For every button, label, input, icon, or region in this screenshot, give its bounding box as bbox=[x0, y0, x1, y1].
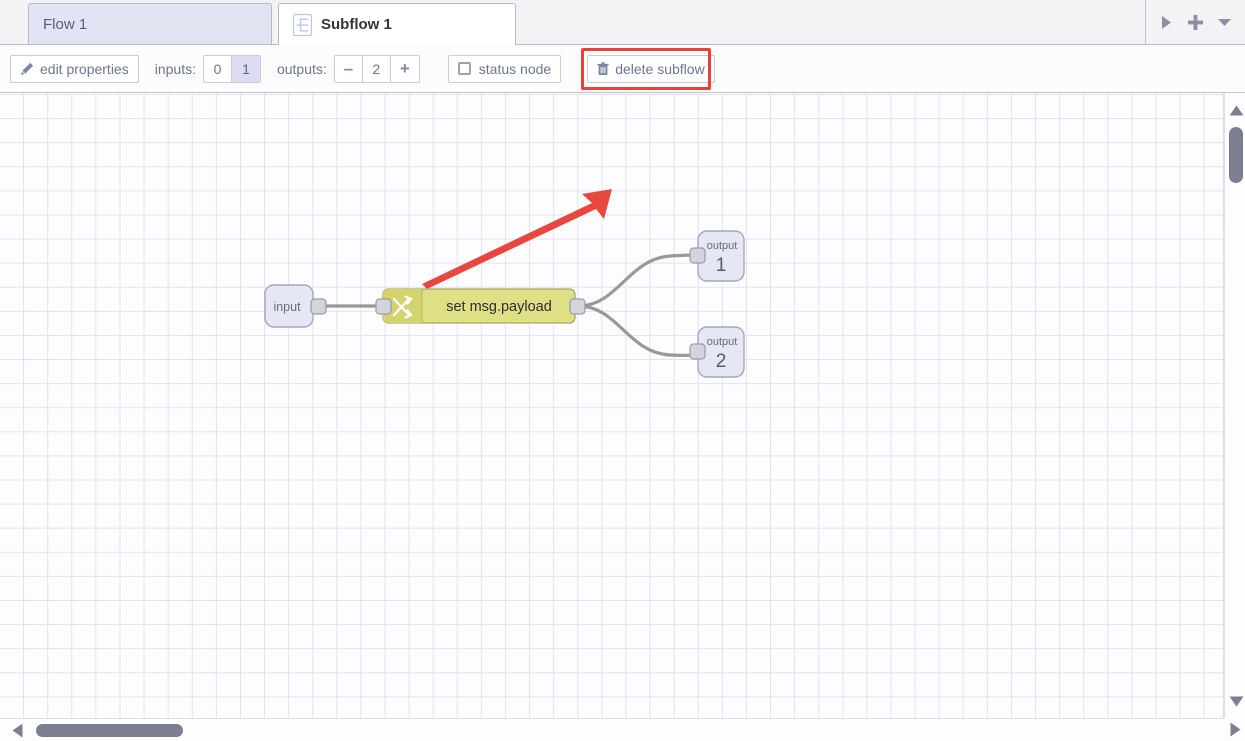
outputs-label: outputs: bbox=[276, 60, 327, 77]
tab-menu-icon[interactable] bbox=[1212, 9, 1238, 35]
node-subflow-input: input bbox=[264, 284, 327, 328]
port-change-out bbox=[569, 298, 586, 315]
outputs-stepper[interactable]: – 2 + bbox=[333, 54, 420, 83]
wire-change-output2 bbox=[576, 304, 700, 358]
node-change: set msg.payload bbox=[375, 288, 586, 324]
node-output2-number: 2 bbox=[716, 351, 727, 372]
inputs-toggle-group[interactable]: 0 1 bbox=[202, 54, 261, 83]
vertical-scroll-thumb[interactable] bbox=[1229, 127, 1243, 183]
outputs-value: 2 bbox=[362, 55, 391, 82]
delete-subflow-label: delete subflow bbox=[615, 60, 705, 77]
wire-change-output1 bbox=[576, 253, 700, 308]
node-change-label: set msg.payload bbox=[446, 299, 552, 315]
edit-properties-label: edit properties bbox=[40, 60, 129, 77]
node-output1-number: 1 bbox=[716, 255, 727, 276]
node-output1-label: output bbox=[707, 240, 738, 252]
horizontal-scroll-thumb[interactable] bbox=[36, 724, 183, 737]
port-input-out bbox=[310, 298, 327, 315]
port-change-in bbox=[375, 298, 392, 315]
port-output2-in bbox=[689, 343, 706, 360]
plus-icon: + bbox=[399, 59, 410, 78]
outputs-decrement-button[interactable]: – bbox=[334, 55, 363, 82]
canvas-area: input set msg.payload bbox=[0, 93, 1245, 741]
subflow-toolbar: edit properties inputs: 0 1 outputs: – 2… bbox=[0, 45, 1245, 93]
shuffle-icon bbox=[392, 295, 413, 319]
tab-bar-controls bbox=[1145, 0, 1245, 44]
add-tab-icon[interactable] bbox=[1183, 9, 1209, 35]
tab-flow-1[interactable]: Flow 1 bbox=[28, 3, 272, 44]
delete-subflow-button[interactable]: delete subflow bbox=[587, 54, 715, 83]
pencil-icon bbox=[20, 62, 34, 76]
minus-icon: – bbox=[343, 59, 354, 78]
tab-bar: Flow 1 Subflow 1 bbox=[0, 0, 1245, 45]
tab-subflow-1-label: Subflow 1 bbox=[321, 16, 392, 33]
flow-canvas[interactable]: input set msg.payload bbox=[0, 93, 1224, 718]
port-output1-in bbox=[689, 247, 706, 264]
node-subflow-output-1: output 1 bbox=[689, 230, 745, 282]
scroll-up-icon[interactable] bbox=[1228, 103, 1244, 117]
trash-icon bbox=[597, 61, 609, 76]
scroll-left-icon[interactable] bbox=[9, 723, 25, 738]
tab-strip: Flow 1 Subflow 1 bbox=[0, 0, 1145, 45]
outputs-increment-button[interactable]: + bbox=[390, 55, 419, 82]
node-output2-label: output bbox=[707, 336, 738, 348]
status-node-label: status node bbox=[478, 60, 552, 77]
tab-flow-1-label: Flow 1 bbox=[43, 15, 88, 33]
inputs-label: inputs: bbox=[154, 60, 196, 77]
vertical-scrollbar[interactable] bbox=[1224, 93, 1245, 718]
checkbox-icon[interactable] bbox=[457, 62, 471, 75]
node-subflow-output-2: output 2 bbox=[689, 326, 745, 378]
edit-properties-button[interactable]: edit properties bbox=[10, 54, 139, 83]
tab-subflow-1[interactable]: Subflow 1 bbox=[278, 3, 516, 45]
node-input-label: input bbox=[273, 300, 301, 314]
status-node-toggle[interactable]: status node bbox=[447, 54, 562, 83]
annotation-arrow-icon bbox=[422, 189, 612, 289]
inputs-option-0[interactable]: 0 bbox=[203, 55, 232, 82]
scroll-down-icon[interactable] bbox=[1228, 694, 1244, 708]
subflow-icon bbox=[293, 13, 312, 36]
inputs-option-1[interactable]: 1 bbox=[231, 55, 260, 82]
horizontal-scrollbar[interactable] bbox=[0, 718, 1224, 741]
wires bbox=[316, 253, 700, 358]
scroll-right-icon[interactable] bbox=[1227, 722, 1243, 737]
scrollbar-corner bbox=[1224, 718, 1245, 741]
next-tab-icon[interactable] bbox=[1154, 9, 1180, 35]
delete-subflow-wrapper: delete subflow bbox=[581, 47, 715, 90]
